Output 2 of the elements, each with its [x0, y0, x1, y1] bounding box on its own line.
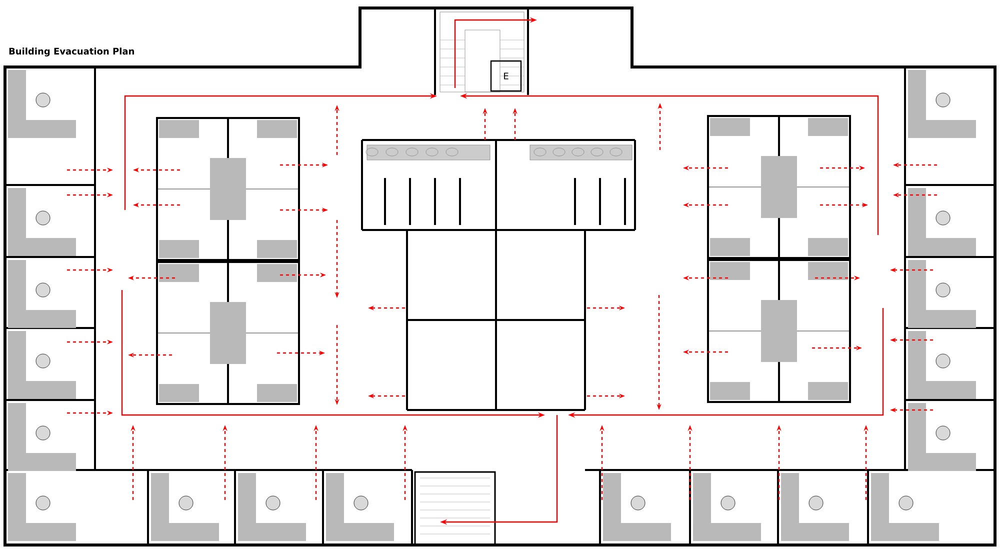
title: Building Evacuation Plan — [9, 48, 134, 56]
elevator-box: E — [490, 60, 522, 92]
